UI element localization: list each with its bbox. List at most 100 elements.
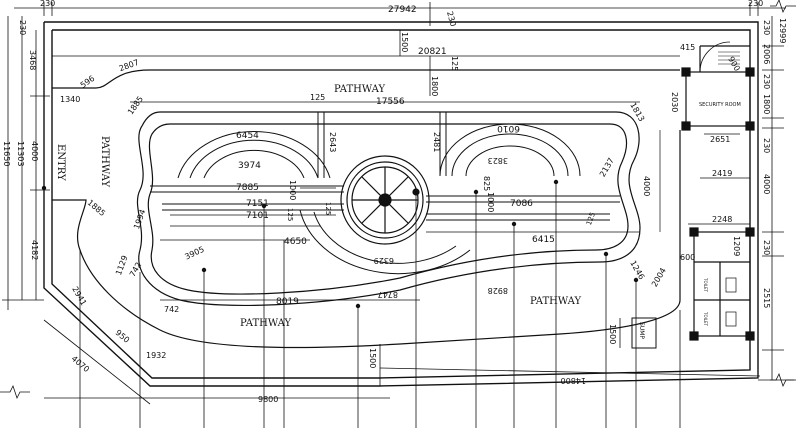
entry-label: ENTRY [55,144,66,181]
dim-125-d: 125 [585,211,597,226]
dim-600: 600 [680,253,695,262]
dim-2651: 2651 [710,135,730,144]
dim-3974: 3974 [238,161,261,171]
top-dimension-line [14,2,786,26]
dim-1246: 1246 [628,259,646,281]
dim-825: 825 [482,176,491,191]
dim-230-tl: 230 [40,0,55,8]
toilet-1-label: TOILET [703,277,708,293]
dim-950: 950 [114,328,131,345]
break-marks [0,0,796,400]
central-fountain [340,155,430,245]
bottom-dim-lines [43,319,761,405]
dim-1209: 1209 [732,236,741,256]
dim-7885: 7885 [236,183,259,193]
toilet-2-label: TOILET [703,311,708,327]
security-room-label: SECURITY ROOM [699,102,741,108]
dim-1500-top: 1500 [400,32,409,52]
interior-bands [150,112,620,221]
dim-6329: 6329 [374,256,394,265]
leader-dots [41,179,639,309]
dim-2006: 2006 [762,44,771,64]
dim-20821: 20821 [418,47,447,57]
dim-1340: 1340 [60,95,80,104]
dim-11303: 11303 [16,141,25,166]
right-dimension-lines [758,16,794,381]
dim-742-b: 742 [164,305,179,314]
dim-4182: 4182 [30,240,39,260]
dim-6010: 6010 [497,123,520,133]
dim-2137: 2137 [598,156,616,178]
dim-1800-c: 1800 [430,76,439,96]
dim-27942: 27942 [388,5,417,15]
dim-1885: 1885 [126,95,145,117]
dim-4650: 4650 [284,237,307,247]
dim-230-top-mid: 230 [445,10,458,27]
dim-2515: 2515 [762,288,771,308]
dim-11650: 11650 [2,141,11,166]
sump-label: SUMP [638,322,645,339]
dim-1885-l: 1885 [86,198,107,218]
dim-2419: 2419 [712,169,732,178]
dim-230-tl2: 230 [18,20,27,35]
security-room [681,41,755,135]
pathway-outer-edge [52,69,681,349]
dim-8019: 8019 [276,297,299,307]
dim-17556: 17556 [376,97,405,107]
dim-7086: 7086 [510,199,533,209]
dim-125-c: 125 [324,202,332,215]
left-dimension-lines [2,16,50,310]
dim-9800: 9800 [258,395,278,404]
dim-230-tr: 230 [748,0,763,8]
boundary-wall [43,21,759,387]
dim-415: 415 [680,43,695,52]
dim-1500-sump: 1500 [608,324,617,344]
dim-2481: 2481 [432,132,441,152]
dim-8928: 8928 [488,286,508,295]
leader-lines [79,182,681,428]
pathway-left-label: PATHWAY [99,136,110,187]
top-inner-dims [52,30,680,96]
dim-230-r1: 230 [762,20,771,35]
dim-7151: 7151 [246,199,269,209]
dim-2248: 2248 [712,215,732,224]
dim-1813: 1813 [628,101,646,123]
dim-4000-left: 4000 [30,141,39,161]
dim-14800: 14800 [561,376,586,385]
dim-3823: 3823 [488,156,508,165]
dim-1800-r: 1800 [762,94,771,114]
pathway-top-label: PATHWAY [334,84,385,95]
arc-features [177,123,581,275]
dim-3468: 3468 [28,50,37,70]
dim-2030: 2030 [670,92,679,112]
dim-125-b: 125 [286,208,294,221]
dim-230-r4: 230 [762,240,771,255]
dim-4000-r: 4000 [762,174,771,194]
dim-7101: 7101 [246,211,269,221]
dim-125-top: 125 [450,56,459,71]
dim-12999: 12999 [778,18,787,43]
dim-1129: 1129 [114,254,129,276]
dim-2004: 2004 [650,266,668,288]
dim-2643: 2643 [328,132,337,152]
dim-1994: 1994 [132,208,147,230]
sump-pit [619,317,657,349]
dim-3905: 3905 [183,245,205,262]
dim-1000-a: 1000 [288,180,297,200]
dim-4000-mid: 4000 [642,176,651,196]
interior-dim-lines [130,101,661,301]
toilet-block [688,223,755,341]
dim-230-r3: 230 [762,138,771,153]
dim-1500-bot: 1500 [368,348,377,368]
dim-125-a: 125 [310,93,325,102]
dim-8747: 8747 [378,290,398,299]
dim-230-r2: 230 [762,74,771,89]
central-island [136,111,641,307]
dim-6415: 6415 [532,235,555,245]
pathway-bottom-left-label: PATHWAY [240,318,291,329]
pathway-bottom-right-label: PATHWAY [530,296,581,307]
dim-1000-b: 1000 [486,192,495,212]
dim-6454: 6454 [236,131,259,141]
dim-1932: 1932 [146,351,166,360]
